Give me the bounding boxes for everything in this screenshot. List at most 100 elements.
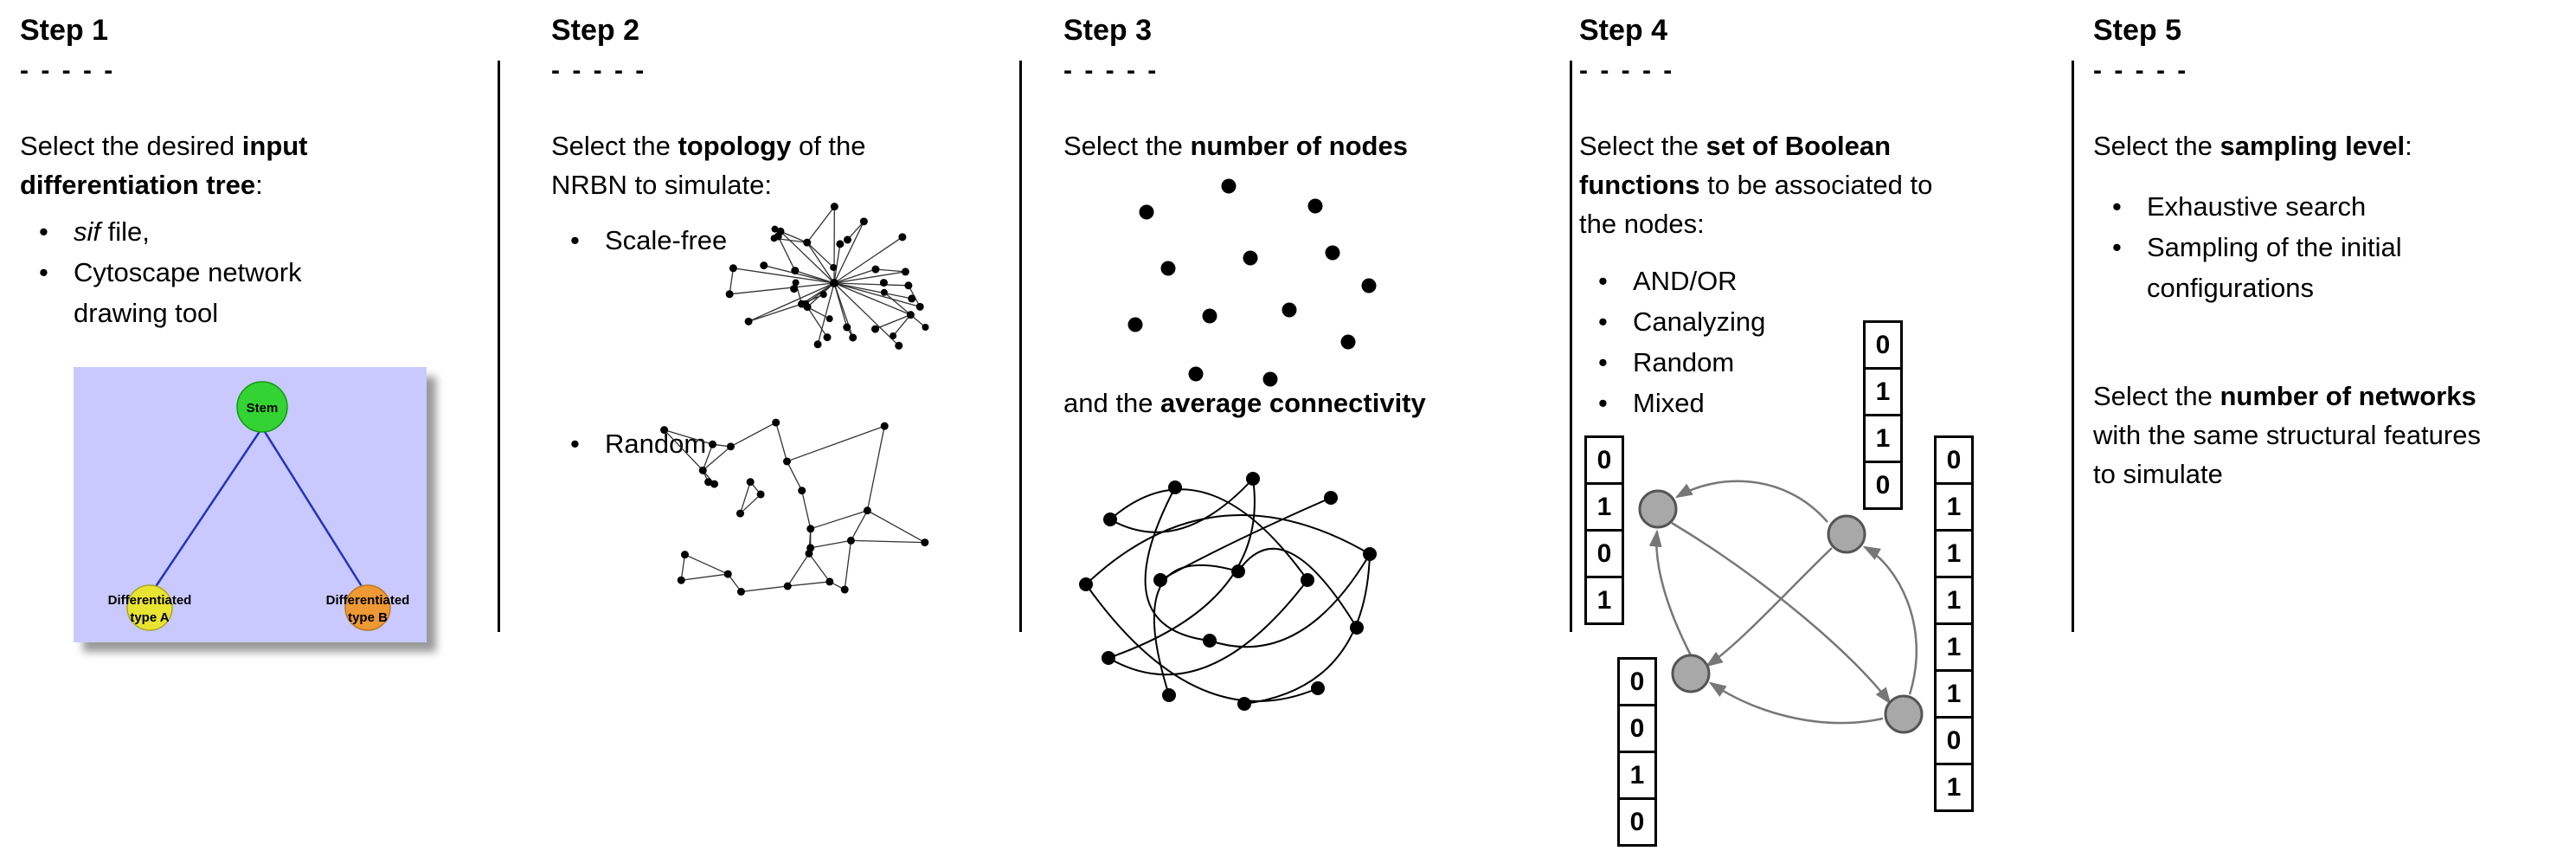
graph-edge	[740, 493, 761, 514]
step-5-dashes: - - - - -	[2093, 56, 2189, 85]
graph-node-dot	[843, 323, 851, 332]
intro-bold: topology	[678, 131, 792, 161]
graph-edge	[786, 461, 803, 492]
graph-edge	[833, 282, 900, 346]
truth-table-cell: 1	[1863, 414, 1903, 463]
bullet-italic: sif	[74, 216, 100, 247]
truth-table-cell: 1	[1584, 576, 1624, 625]
step-3-title: Step 3	[1063, 14, 1153, 47]
stem-node	[236, 381, 288, 433]
graph-edge	[775, 422, 788, 462]
graph-node-dot	[1282, 302, 1297, 318]
graph-edge	[833, 271, 906, 284]
graph-edge	[733, 268, 835, 284]
step-3-connectivity-text: and the average connectivity	[1063, 384, 1561, 422]
step-1-title: Step 1	[20, 14, 109, 47]
wiring-arrow	[1674, 480, 1828, 523]
graph-edge	[833, 282, 912, 300]
graph-node-dot	[709, 440, 717, 448]
intro-text: Select the desired	[20, 131, 242, 161]
column-divider	[2072, 61, 2074, 632]
graph-node-dot	[840, 585, 849, 594]
type-b-label-line1: Differentiated	[326, 593, 410, 608]
graph-edge	[846, 221, 864, 241]
graph-node-dot	[771, 225, 779, 233]
graph-edge	[833, 282, 909, 287]
graph-node-dot	[1350, 621, 1364, 635]
truth-table-cell: 1	[1934, 622, 1974, 672]
graph-node-dot	[1102, 651, 1115, 665]
truth-table-cell: 1	[1934, 576, 1974, 625]
boolean-node	[1671, 654, 1711, 693]
wiring-arrow	[1862, 545, 1918, 695]
graph-node-dot	[1307, 198, 1323, 214]
step-1-bullet-list: sif file, Cytoscape network drawing tool	[20, 211, 480, 333]
step-3-intro: Select the number of nodes	[1063, 126, 1561, 165]
graph-node-dot	[908, 294, 916, 303]
step-4-bullet-list: AND/OR Canalyzing Random Mixed	[1579, 261, 2066, 423]
graph-node-dot	[1237, 697, 1251, 711]
step-5-column: Step 5 - - - - - Select the sampling lev…	[2072, 0, 2576, 851]
graph-node-dot	[863, 506, 871, 515]
wiring-arrow	[1705, 547, 1833, 667]
graph-node-dot	[880, 288, 888, 296]
truth-table-cell: 0	[1617, 704, 1657, 753]
intro-text: to be associated to the nodes:	[1579, 170, 1933, 239]
bullet-text: Random	[1633, 347, 1735, 377]
boolean-network-figure	[1638, 480, 1924, 734]
graph-node-dot	[904, 281, 913, 290]
graph-edge	[787, 581, 830, 587]
step-5-bullet-list: Exhaustive search Sampling of the initia…	[2093, 186, 2562, 308]
graph-edge	[1144, 487, 1211, 641]
graph-node-dot	[698, 466, 707, 474]
step-4-column: Step 4 - - - - - Select the set of Boole…	[1570, 0, 2072, 851]
graph-edge	[833, 268, 877, 284]
graph-edge	[729, 268, 735, 294]
graph-edge	[892, 314, 911, 337]
bullet-item: Cytoscape network drawing tool	[20, 252, 331, 333]
graph-node-dot	[806, 525, 815, 533]
graph-node-dot	[772, 418, 781, 427]
graph-node-dot	[798, 487, 806, 495]
graph-edge	[833, 221, 864, 284]
stem-node-label: Stem	[247, 401, 279, 416]
step-4-intro: Select the set of Boolean functions to b…	[1579, 126, 1969, 243]
bullet-text: Scale-free	[605, 225, 728, 255]
nodes-dots-figure	[1127, 178, 1377, 387]
graph-node-dot	[756, 490, 765, 499]
graph-edge	[1243, 553, 1371, 705]
bullet-text: Cytoscape network drawing tool	[74, 257, 302, 328]
intro-bold: number of nodes	[1190, 131, 1408, 161]
graph-node-dot	[1243, 250, 1258, 266]
truth-table-cell: 0	[1617, 797, 1657, 847]
graph-node-dot	[849, 333, 858, 342]
graph-edge	[787, 553, 810, 587]
scale-free-network-figure	[725, 203, 929, 350]
step-2-title: Step 2	[551, 14, 640, 47]
graph-node-dot	[813, 340, 822, 349]
intro-text: with the same structural features to sim…	[2093, 420, 2481, 489]
intro-text: :	[255, 170, 263, 200]
graph-edge	[883, 292, 911, 316]
truth-table-cell: 0	[1863, 320, 1903, 370]
graph-node-dot	[859, 217, 868, 226]
graph-edge	[702, 444, 714, 471]
graph-node-dot	[895, 341, 903, 350]
graph-edge	[833, 243, 841, 284]
type-a-label-line2: type A	[130, 610, 169, 625]
graph-edge	[875, 314, 911, 330]
intro-text: Select the	[2093, 381, 2220, 411]
connectivity-network-figure	[1079, 472, 1377, 711]
graph-node-dot	[830, 203, 838, 211]
graph-node-dot	[729, 264, 737, 273]
truth-table-cell: 1	[1584, 482, 1624, 532]
boolean-node	[1884, 694, 1924, 734]
graph-node-dot	[736, 588, 745, 596]
bullet-item: Sampling of the initial configurations	[2093, 227, 2439, 308]
intro-text: Select the	[551, 131, 678, 161]
truth-table-cell: 0	[1584, 529, 1624, 578]
graph-node-dot	[803, 238, 812, 247]
